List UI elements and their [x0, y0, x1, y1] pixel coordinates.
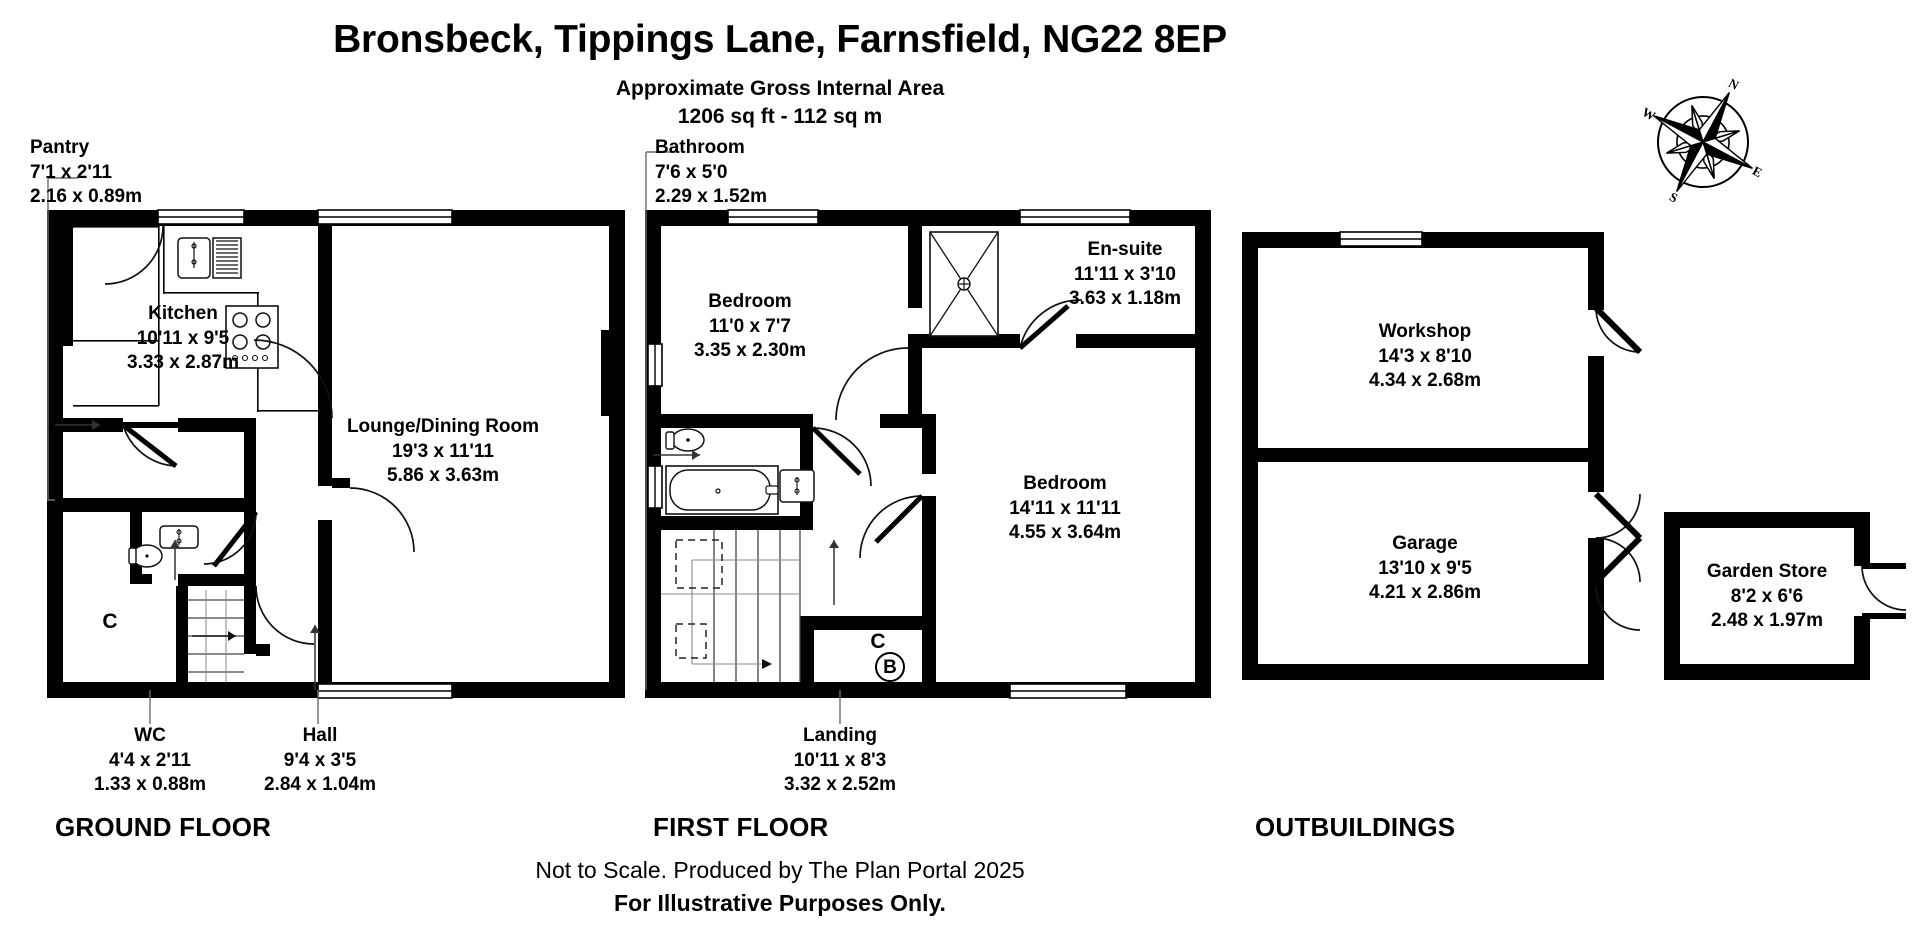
room-name: Lounge/Dining Room [346, 416, 540, 437]
marker-boiler-first: B [875, 652, 905, 682]
room-name: Bedroom [708, 291, 792, 312]
room-label-bathroom: Bathroom 7'6 x 5'0 2.29 x 1.52m [655, 136, 835, 210]
room-dim-metric: 3.33 x 2.87m [127, 352, 239, 374]
compass-label-n: N [1726, 75, 1742, 93]
gross-area-value: 1206 sq ft - 112 sq m [677, 105, 883, 128]
room-label-garage: Garage 13'10 x 9'5 4.21 x 2.86m [1330, 532, 1520, 606]
page-title: Bronsbeck, Tippings Lane, Farnsfield, NG… [333, 18, 1227, 61]
compass-label-e: E [1750, 163, 1765, 180]
room-dim-metric: 3.35 x 2.30m [694, 340, 806, 362]
gross-area-label: Approximate Gross Internal Area [615, 77, 945, 100]
room-dim-imperial: 10'11 x 9'5 [136, 327, 230, 349]
room-label-bedroom-1: Bedroom 11'0 x 7'7 3.35 x 2.30m [655, 290, 845, 364]
room-dim-metric: 2.84 x 1.04m [264, 774, 376, 796]
room-dim-imperial: 19'3 x 11'11 [391, 440, 495, 462]
floor-caption-ground: GROUND FLOOR [55, 812, 272, 842]
room-dim-imperial: 10'11 x 8'3 [793, 749, 887, 771]
room-label-pantry: Pantry 7'1 x 2'11 2.16 x 0.89m [30, 136, 210, 210]
floor-caption-first: FIRST FLOOR [653, 812, 829, 842]
room-name: Bathroom [655, 137, 745, 158]
room-dim-metric: 5.86 x 3.63m [387, 465, 499, 487]
room-name: Garage [1392, 533, 1458, 554]
room-dim-metric: 2.48 x 1.97m [1711, 610, 1823, 632]
marker-cupboard-ground: C [102, 610, 118, 633]
room-dim-metric: 3.63 x 1.18m [1069, 288, 1181, 310]
room-dim-metric: 4.21 x 2.86m [1369, 582, 1481, 604]
room-dim-imperial: 11'11 x 3'10 [1073, 263, 1177, 285]
room-name: WC [134, 725, 166, 746]
room-label-ensuite: En-suite 11'11 x 3'10 3.63 x 1.18m [1030, 238, 1220, 312]
compass-label-s: S [1667, 189, 1680, 206]
room-name: Workshop [1378, 321, 1472, 342]
room-label-workshop: Workshop 14'3 x 8'10 4.34 x 2.68m [1330, 320, 1520, 394]
room-dim-imperial: 13'10 x 9'5 [1378, 557, 1472, 579]
room-name: Hall [302, 725, 338, 746]
compass-rose-icon: N E S W [1638, 70, 1768, 210]
room-name: Kitchen [148, 303, 218, 324]
room-dim-imperial: 14'3 x 8'10 [1378, 345, 1472, 367]
room-label-landing: Landing 10'11 x 8'3 3.32 x 2.52m [750, 724, 930, 798]
room-name: En-suite [1087, 239, 1163, 260]
room-dim-metric: 4.34 x 2.68m [1369, 370, 1481, 392]
room-label-kitchen: Kitchen 10'11 x 9'5 3.33 x 2.87m [93, 302, 273, 376]
room-dim-imperial: 4'4 x 2'11 [109, 749, 191, 771]
room-label-bedroom-2: Bedroom 14'11 x 11'11 4.55 x 3.64m [970, 472, 1160, 546]
footer-disclaimer-illustrative: For Illustrative Purposes Only. [614, 890, 946, 916]
room-label-hall: Hall 9'4 x 3'5 2.84 x 1.04m [230, 724, 410, 798]
room-label-wc: WC 4'4 x 2'11 1.33 x 0.88m [60, 724, 240, 798]
room-dim-imperial: 7'6 x 5'0 [655, 161, 728, 183]
room-dim-metric: 1.33 x 0.88m [94, 774, 206, 796]
room-dim-imperial: 7'1 x 2'11 [30, 161, 112, 183]
floor-caption-outbuildings: OUTBUILDINGS [1255, 812, 1456, 842]
room-name: Bedroom [1023, 473, 1107, 494]
room-dim-metric: 4.55 x 3.64m [1009, 522, 1121, 544]
room-label-garden-store: Garden Store 8'2 x 6'6 2.48 x 1.97m [1672, 560, 1862, 634]
room-dim-metric: 2.16 x 0.89m [30, 186, 142, 208]
room-name: Pantry [30, 137, 90, 158]
room-dim-imperial: 11'0 x 7'7 [709, 315, 791, 337]
footer-disclaimer-producer: Not to Scale. Produced by The Plan Porta… [535, 857, 1025, 883]
marker-cupboard-first: C [870, 630, 886, 653]
room-label-lounge-dining: Lounge/Dining Room 19'3 x 11'11 5.86 x 3… [318, 415, 568, 489]
room-dim-imperial: 8'2 x 6'6 [1730, 585, 1804, 607]
room-dim-imperial: 14'11 x 11'11 [1009, 497, 1121, 519]
outbuilding-outer-wall [1242, 232, 1604, 680]
room-dim-metric: 3.32 x 2.52m [784, 774, 896, 796]
room-name: Landing [803, 725, 877, 746]
room-name: Garden Store [1706, 561, 1828, 582]
room-dim-imperial: 9'4 x 3'5 [283, 749, 357, 771]
room-dim-metric: 2.29 x 1.52m [655, 186, 767, 208]
compass-label-w: W [1640, 104, 1659, 123]
